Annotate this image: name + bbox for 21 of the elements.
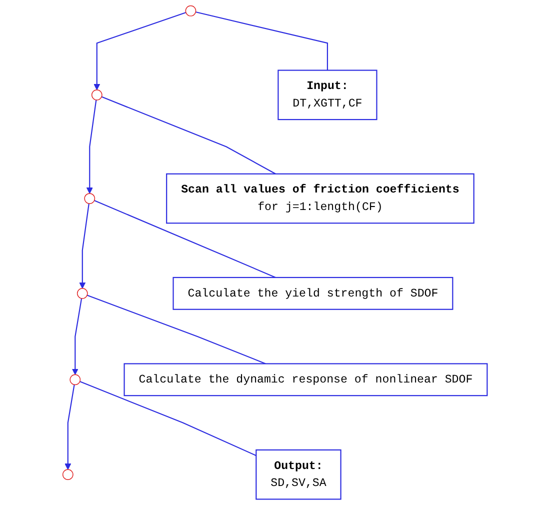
- connector: [101, 96, 276, 174]
- connector: [196, 12, 328, 70]
- node-box: Input: DT,XGTT,CF: [278, 70, 378, 120]
- connector: [80, 381, 256, 456]
- node-circle: [70, 374, 81, 386]
- node-circle: [76, 288, 88, 299]
- arrow: [64, 384, 75, 470]
- arrow: [94, 12, 186, 90]
- connector: [86, 294, 266, 364]
- node-box: Scan all values of friction coefficients for j=1:length(CF): [166, 173, 474, 224]
- node-circle: [84, 193, 96, 204]
- node-box: Calculate the dynamic response of nonlinear SDOF: [124, 363, 488, 396]
- arrow: [86, 100, 97, 194]
- node-circle: [185, 5, 196, 16]
- arrow: [79, 203, 90, 289]
- node-box: Output: SD,SV,SA: [256, 449, 342, 500]
- node-circle: [91, 89, 102, 100]
- node-box: Calculate the yield strength of SDOF: [172, 276, 454, 310]
- connector: [94, 200, 276, 278]
- node-circle: [62, 469, 74, 480]
- arrow: [72, 298, 82, 375]
